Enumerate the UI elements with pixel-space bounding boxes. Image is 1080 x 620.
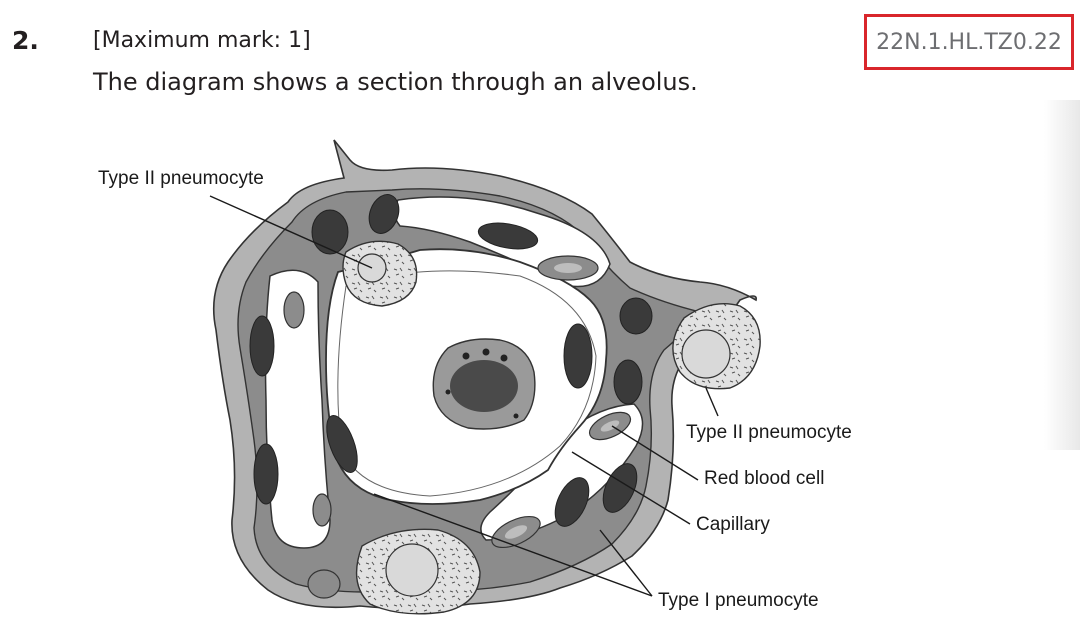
leader-lines [209, 195, 719, 597]
label-type1-pneumocyte: Type I pneumocyte [658, 590, 819, 611]
capillary-lumen-left [264, 269, 331, 549]
red-blood-cells [283, 255, 632, 599]
question-reference: 22N.1.HL.TZ0.22 [864, 14, 1074, 70]
label-type2-pneumocyte-right: Type II pneumocyte [686, 422, 852, 443]
maximum-mark: [Maximum mark: 1] [93, 28, 311, 53]
label-type2-pneumocyte-top: Type II pneumocyte [98, 168, 264, 189]
label-capillary: Capillary [696, 514, 770, 535]
question-stem: The diagram shows a section through an a… [93, 68, 698, 96]
label-red-blood-cell: Red blood cell [704, 468, 824, 489]
page-edge-shadow [1044, 100, 1080, 450]
central-cell [432, 338, 536, 430]
question-number: 2. [12, 26, 39, 55]
